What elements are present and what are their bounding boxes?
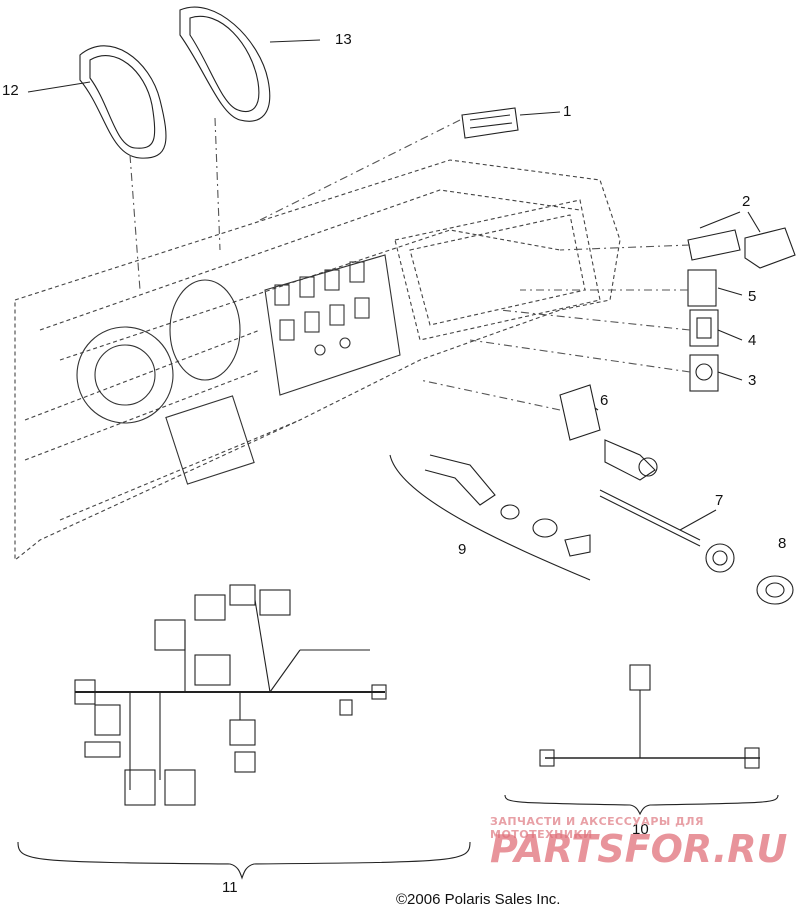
callout-5: 5 — [748, 288, 757, 305]
gauge-pods — [76, 279, 255, 485]
part-13-cover — [179, 6, 271, 122]
callout-6: 6 — [600, 392, 609, 409]
part-6-power-outlet — [559, 384, 658, 481]
callout-7: 7 — [715, 492, 724, 509]
brace-11 — [17, 841, 471, 880]
callout-11: 11 — [222, 879, 238, 896]
part-8-grommet — [756, 575, 794, 605]
part-12-cover — [79, 45, 167, 159]
watermark-tagline: ЗАПЧАСТИ И АКСЕССУАРЫ ДЛЯ МОТОТЕХНИКИ — [490, 815, 705, 841]
switch-panel — [264, 254, 401, 396]
part-3-switch — [689, 354, 719, 392]
copyright-notice: ©2006 Polaris Sales Inc. — [396, 891, 561, 908]
callout-8: 8 — [778, 535, 787, 552]
part-7-cable — [599, 489, 735, 573]
brace-10 — [504, 794, 779, 816]
part-9-key-switch — [389, 454, 591, 581]
callout-1: 1 — [563, 103, 572, 120]
callout-10: 10 — [632, 821, 649, 838]
part-5-plug — [687, 269, 717, 307]
callout-3: 3 — [748, 372, 757, 389]
watermark-logo: PARTSFOR.RU — [490, 827, 788, 871]
callout-9: 9 — [458, 541, 467, 558]
callout-12: 12 — [2, 82, 19, 99]
part-4-switch — [689, 309, 719, 347]
callout-13: 13 — [335, 31, 352, 48]
dashboard-illustration — [14, 159, 621, 562]
callout-4: 4 — [748, 332, 757, 349]
part-10-wiring-harness — [539, 664, 760, 769]
projection-lines — [129, 117, 691, 411]
part-11-wiring-harness — [74, 584, 387, 806]
callout-2: 2 — [742, 193, 751, 210]
part-1-connector — [461, 107, 519, 139]
svg-text:PARTSFOR.RU: PARTSFOR.RU — [490, 827, 788, 871]
part-2-switch-bezels — [687, 227, 796, 269]
leader-lines — [27, 39, 761, 531]
